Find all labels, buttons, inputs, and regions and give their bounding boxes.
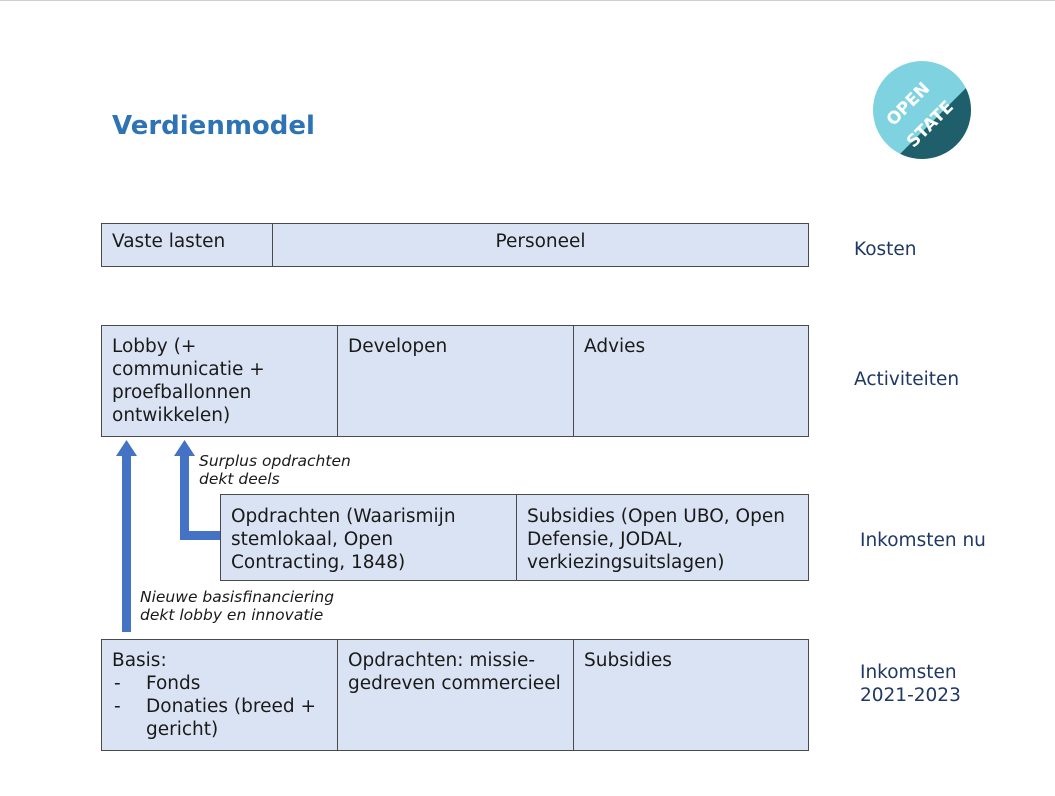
inkomsten-nu-label: Inkomsten nu	[860, 530, 986, 551]
vaste-lasten-cell: Vaste lasten	[102, 224, 273, 266]
basis-note-line1: Nieuwe basisfinanciering	[140, 588, 335, 606]
personeel-cell: Personeel	[495, 231, 586, 252]
inkomsten-toekomst-row: Basis: Fonds Donaties (breed + gericht) …	[101, 639, 809, 751]
basis-title: Basis:	[112, 650, 167, 671]
basis-list: Fonds Donaties (breed + gericht)	[112, 672, 327, 741]
opdrachten-nu-cell: Opdrachten (Waarismijn stemlokaal, Open …	[221, 495, 517, 580]
inkomsten-nu-row: Opdrachten (Waarismijn stemlokaal, Open …	[220, 494, 809, 581]
basis-item-donaties: Donaties (breed + gericht)	[112, 695, 327, 741]
surplus-arrow-shaft	[180, 456, 189, 540]
developen-cell: Developen	[338, 326, 574, 436]
slide-title: Verdienmodel	[112, 111, 315, 141]
subsidies-nu-cell: Subsidies (Open UBO, Open Defensie, JODA…	[527, 506, 785, 573]
inkomsten-toekomst-label: Inkomsten 2021-2023	[860, 661, 961, 707]
advies-cell: Advies	[584, 336, 646, 357]
basis-arrow-head	[116, 440, 137, 456]
subsidies-toekomst-cell: Subsidies	[584, 650, 672, 671]
kosten-row: Vaste lasten Personeel	[101, 223, 809, 267]
surplus-note-line2: dekt deels	[199, 470, 280, 488]
surplus-note: Surplus opdrachten dekt deels	[199, 452, 351, 488]
top-border-line	[0, 0, 1055, 1]
opdrachten-toekomst-cell: Opdrachten: missie-gedreven commercieel	[338, 640, 574, 750]
basis-item-fonds: Fonds	[112, 672, 327, 695]
lobby-cell: Lobby (+ communicatie + proefballonnen o…	[102, 326, 338, 436]
activiteiten-row: Lobby (+ communicatie + proefballonnen o…	[101, 325, 809, 437]
kosten-label: Kosten	[854, 239, 917, 260]
basis-note-line2: dekt lobby en innovatie	[140, 606, 324, 624]
inkomsten-toekomst-label-line2: 2021-2023	[860, 685, 961, 706]
surplus-arrow-horizontal	[180, 531, 220, 540]
open-state-logo: OPEN STATE	[873, 61, 971, 159]
basis-note: Nieuwe basisfinanciering dekt lobby en i…	[140, 588, 334, 624]
inkomsten-toekomst-label-line1: Inkomsten	[860, 662, 957, 683]
activiteiten-label: Activiteiten	[854, 369, 960, 390]
surplus-note-line1: Surplus opdrachten	[199, 452, 351, 470]
surplus-arrow-head	[174, 440, 195, 456]
basis-arrow-shaft	[122, 456, 131, 632]
basis-cell: Basis: Fonds Donaties (breed + gericht)	[102, 640, 338, 750]
